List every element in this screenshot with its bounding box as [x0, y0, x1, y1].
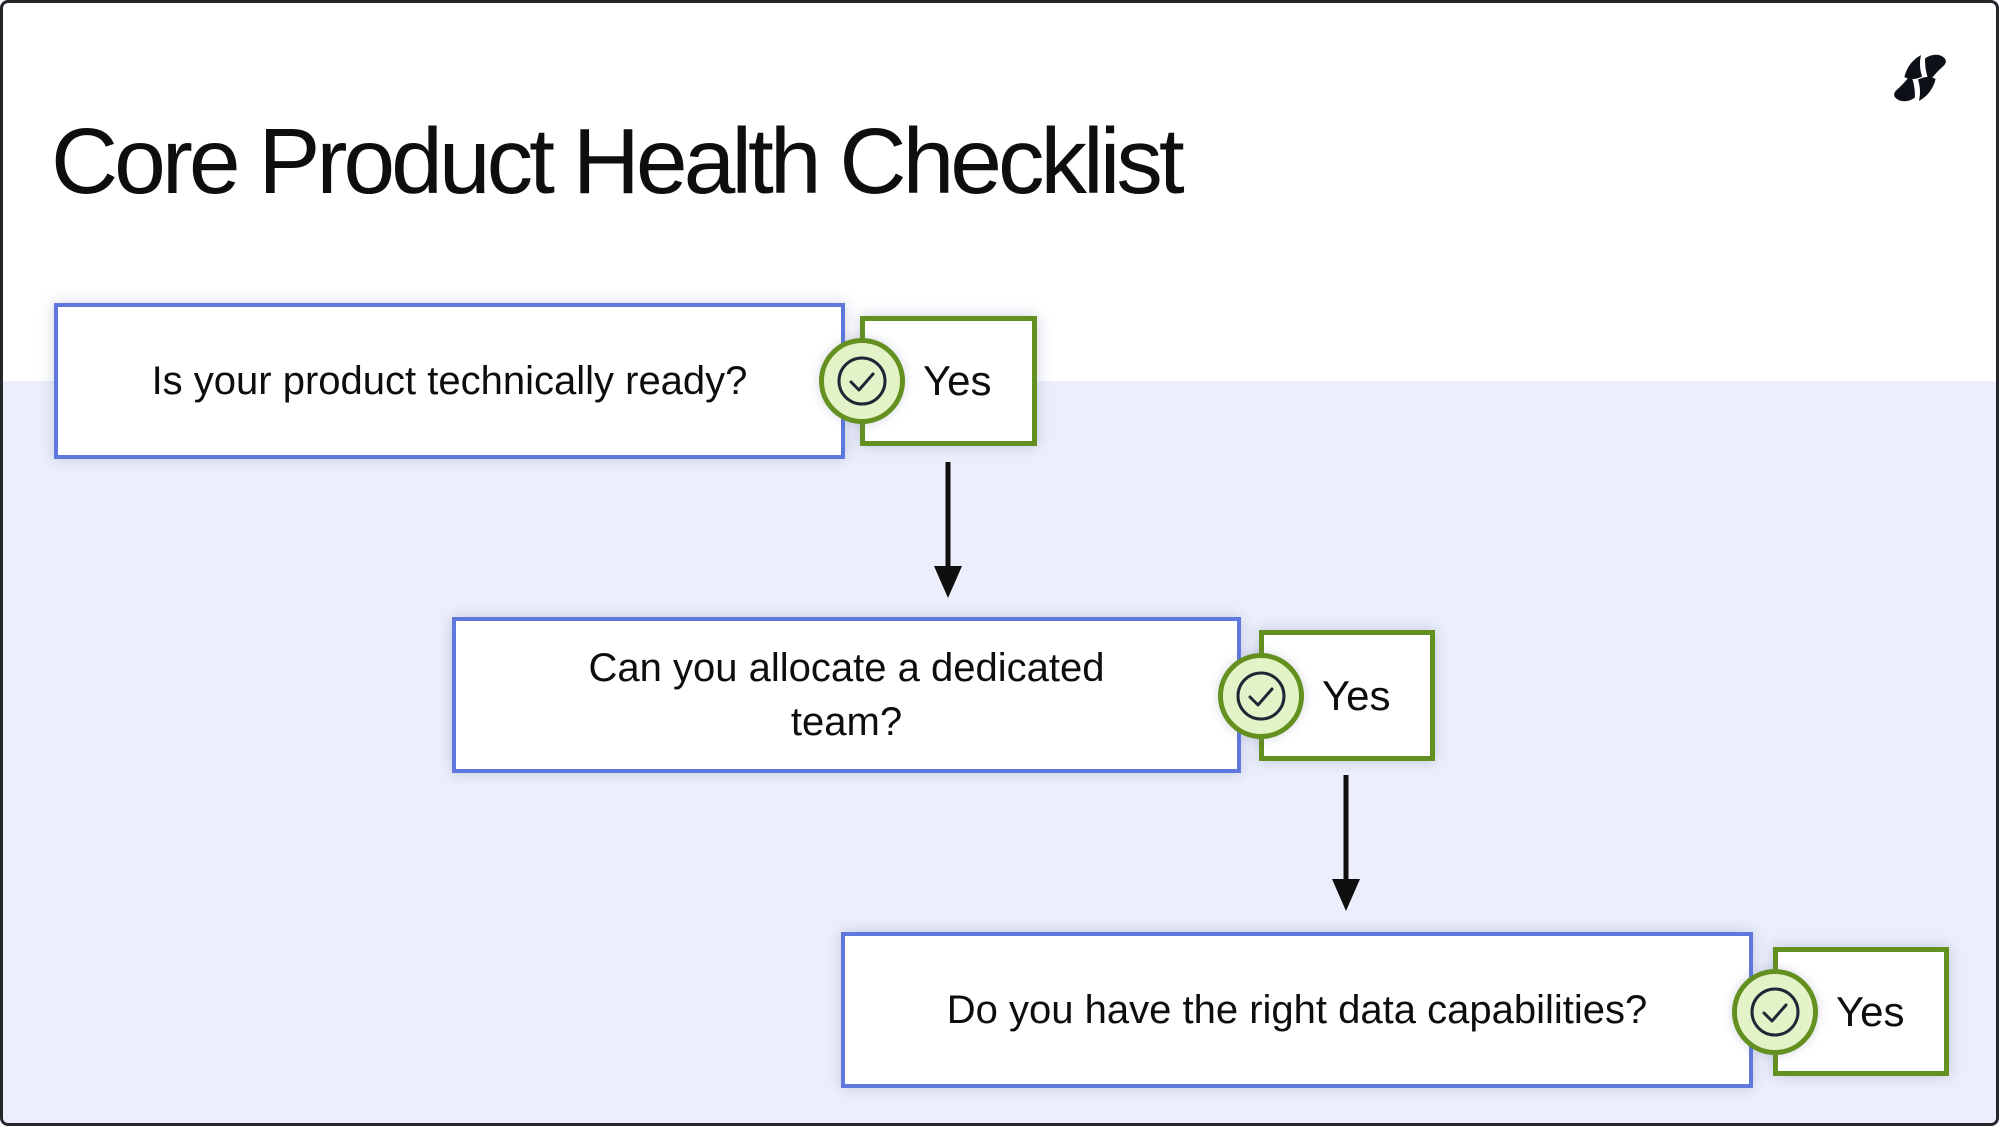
checkmark-circle-icon — [1732, 968, 1818, 1055]
question-box-2: Can you allocate a dedicated team? — [452, 617, 1241, 773]
flow-arrow-down-1 — [934, 462, 962, 598]
pinwheel-swirl-logo-icon — [1894, 54, 1946, 102]
answer-label: Yes — [923, 357, 992, 404]
checkmark-circle-icon — [819, 338, 905, 424]
question-text: Do you have the right data capabilities? — [946, 988, 1648, 1032]
question-box-1: Is your product technically ready? — [54, 303, 845, 459]
flow-arrow-down-2 — [1332, 775, 1360, 911]
question-text: Is your product technically ready? — [151, 359, 748, 403]
answer-badge-3: Yes — [1732, 947, 1949, 1076]
question-box-3: Do you have the right data capabilities? — [841, 932, 1753, 1088]
answer-label: Yes — [1836, 987, 1905, 1035]
page-title: Core Product Health Checklist — [51, 109, 1185, 214]
checkmark-circle-icon — [1218, 652, 1304, 739]
answer-badge-2: Yes — [1218, 630, 1435, 761]
answer-label: Yes — [1322, 671, 1391, 719]
answer-badge-1: Yes — [819, 316, 1037, 446]
question-text: Can you allocate a dedicated team? — [588, 646, 1105, 744]
